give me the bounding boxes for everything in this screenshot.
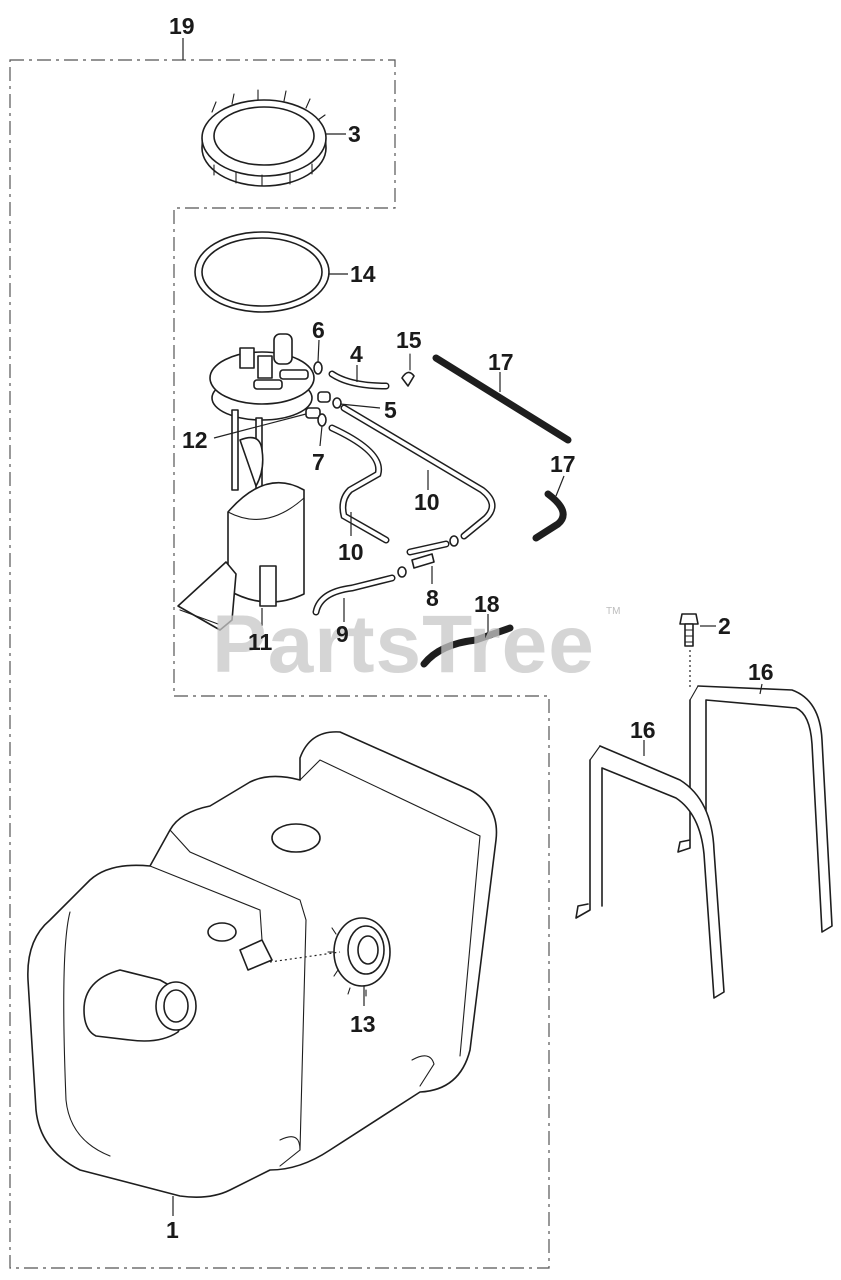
hose-clamp-part[interactable] <box>313 361 323 375</box>
callout-12: 12 <box>182 427 208 453</box>
callout-3: 3 <box>348 121 361 147</box>
o-ring-seal-part[interactable] <box>194 231 330 313</box>
fitting-part[interactable] <box>317 391 342 409</box>
callout-7: 7 <box>312 449 325 475</box>
callout-16a: 16 <box>748 659 774 685</box>
bolt-part[interactable] <box>679 613 699 647</box>
braided-hose-short-part[interactable] <box>532 490 567 542</box>
braided-hose-18-part[interactable] <box>420 624 514 668</box>
callout-18: 18 <box>474 591 500 617</box>
callout-5: 5 <box>384 397 397 423</box>
watermark-tm: TM <box>606 606 620 617</box>
callout-14: 14 <box>350 261 376 287</box>
fuel-tank-part[interactable] <box>27 731 498 1198</box>
callout-9: 9 <box>336 621 349 647</box>
callout-2: 2 <box>718 613 731 639</box>
callout-4: 4 <box>350 341 363 367</box>
tank-strap-part[interactable] <box>575 745 725 999</box>
callout-10b: 10 <box>338 539 364 565</box>
clip-part[interactable] <box>401 353 415 387</box>
callout-10a: 10 <box>414 489 440 515</box>
fuel-line-hose-part[interactable] <box>328 424 390 544</box>
watermark-text: PartsTree <box>212 599 595 690</box>
callout-1: 1 <box>166 1217 179 1243</box>
fuel-pump-module-part[interactable] <box>177 333 315 631</box>
callout-19: 19 <box>169 13 195 39</box>
fuel-cap-part[interactable] <box>327 917 391 997</box>
callout-6: 6 <box>312 317 325 343</box>
callout-15: 15 <box>396 327 422 353</box>
callout-11: 11 <box>248 629 273 655</box>
assembly-19-border <box>9 59 550 1269</box>
callout-16b: 16 <box>630 717 656 743</box>
tee-fitting-part[interactable] <box>397 535 459 578</box>
elbow-connector-part[interactable] <box>305 407 321 419</box>
short-fuel-hose-part[interactable] <box>328 370 390 390</box>
hose-clamp-part[interactable] <box>317 413 327 427</box>
braided-hose-long-part[interactable] <box>432 354 572 444</box>
callout-17a: 17 <box>488 349 514 375</box>
lock-ring-part[interactable] <box>201 89 327 187</box>
callout-17b: 17 <box>550 451 576 477</box>
callout-13: 13 <box>350 1011 376 1037</box>
callout-8: 8 <box>426 585 439 611</box>
fuel-line-hose-part[interactable] <box>340 404 496 540</box>
return-hose-part[interactable] <box>312 574 396 616</box>
